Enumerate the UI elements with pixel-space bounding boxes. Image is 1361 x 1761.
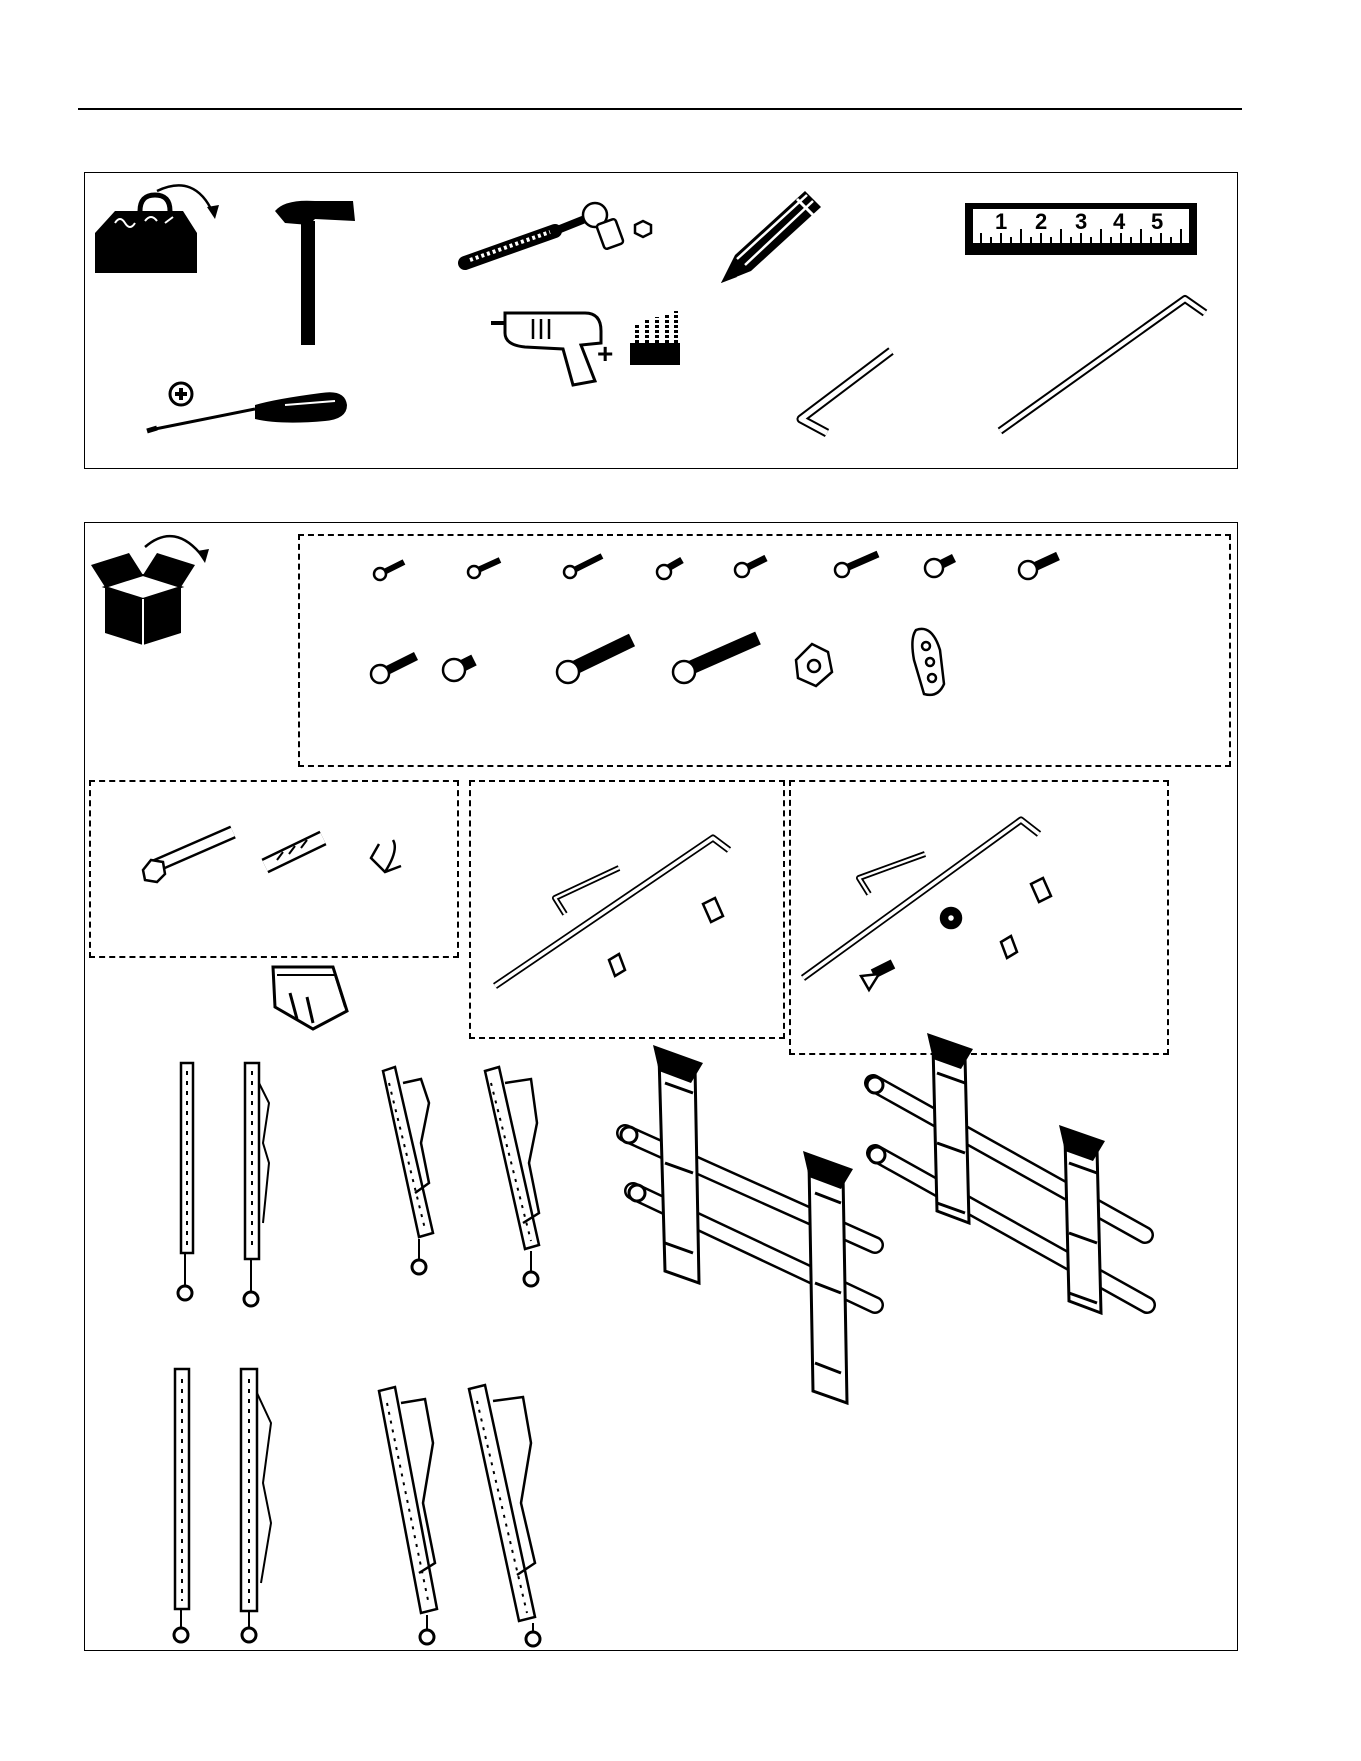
spacer-icon — [796, 644, 832, 686]
vertical-bracket-icon — [244, 1063, 269, 1306]
spacer-icon — [609, 898, 723, 976]
wall-rail-assembly-icon — [867, 1033, 1147, 1313]
wall-rail-assembly-icon — [621, 1045, 875, 1403]
screw-icon — [468, 560, 500, 578]
lag-bolt-icon — [143, 832, 233, 882]
screw-icon — [673, 638, 758, 683]
screw-icon — [374, 562, 404, 580]
screw-icon — [657, 560, 682, 579]
tilt-bracket-icon — [469, 1385, 540, 1646]
tilt-bracket-icon — [485, 1067, 539, 1286]
wall-anchor-group — [89, 780, 459, 958]
screw-icon — [861, 964, 893, 990]
ruler-icon: 1 2 3 4 5 — [965, 203, 1197, 255]
open-box-icon — [91, 536, 209, 645]
security-key-icon — [803, 820, 1039, 978]
tools-panel: 1 2 3 4 5 + — [84, 172, 1238, 469]
spacer-icon — [1031, 878, 1051, 902]
ruler-number-5: 5 — [1151, 209, 1163, 234]
drill-bits-icon — [630, 311, 680, 365]
hex-key-short-icon — [801, 351, 891, 433]
screw-icon — [557, 640, 632, 683]
screw-icon — [925, 558, 954, 577]
vertical-bracket-icon — [174, 1369, 189, 1642]
clip-icon — [371, 840, 401, 872]
cover-icon — [273, 967, 347, 1029]
screw-icon — [835, 554, 878, 577]
ruler-number-3: 3 — [1075, 209, 1087, 234]
tilt-bracket-icon — [379, 1387, 437, 1644]
vertical-bracket-icon — [241, 1369, 271, 1642]
ruler-number-2: 2 — [1035, 209, 1047, 234]
ruler-number-1: 1 — [995, 209, 1007, 234]
screw-icon — [1019, 556, 1058, 579]
plus-sign: + — [597, 338, 613, 369]
security-bolt-icon — [443, 659, 474, 681]
vertical-bracket-icon — [178, 1063, 193, 1300]
hex-key-short-icon — [859, 854, 925, 894]
screw-icon — [371, 656, 416, 683]
cable-guide-icon — [912, 629, 944, 695]
screw-icon — [735, 558, 766, 577]
pencil-icon — [721, 191, 821, 283]
security-key-kit-b — [789, 780, 1169, 1055]
security-bolt-icon — [941, 908, 961, 928]
phillips-screwdriver-icon — [147, 383, 347, 431]
header-rule — [78, 108, 1242, 110]
screw-hardware-group — [298, 534, 1231, 767]
screw-icon — [564, 556, 602, 578]
socket-wrench-icon — [465, 203, 651, 263]
spacer-icon — [1001, 936, 1017, 958]
hex-key-long-icon — [1000, 299, 1205, 431]
parts-panel — [84, 522, 1238, 1651]
tilt-bracket-icon — [383, 1067, 433, 1274]
ruler-number-4: 4 — [1113, 209, 1126, 234]
wall-anchor-icon — [265, 838, 323, 866]
hammer-icon — [275, 201, 355, 345]
drill-icon — [491, 313, 601, 385]
toolbox-icon — [95, 185, 219, 273]
security-key-kit-a — [469, 780, 785, 1039]
